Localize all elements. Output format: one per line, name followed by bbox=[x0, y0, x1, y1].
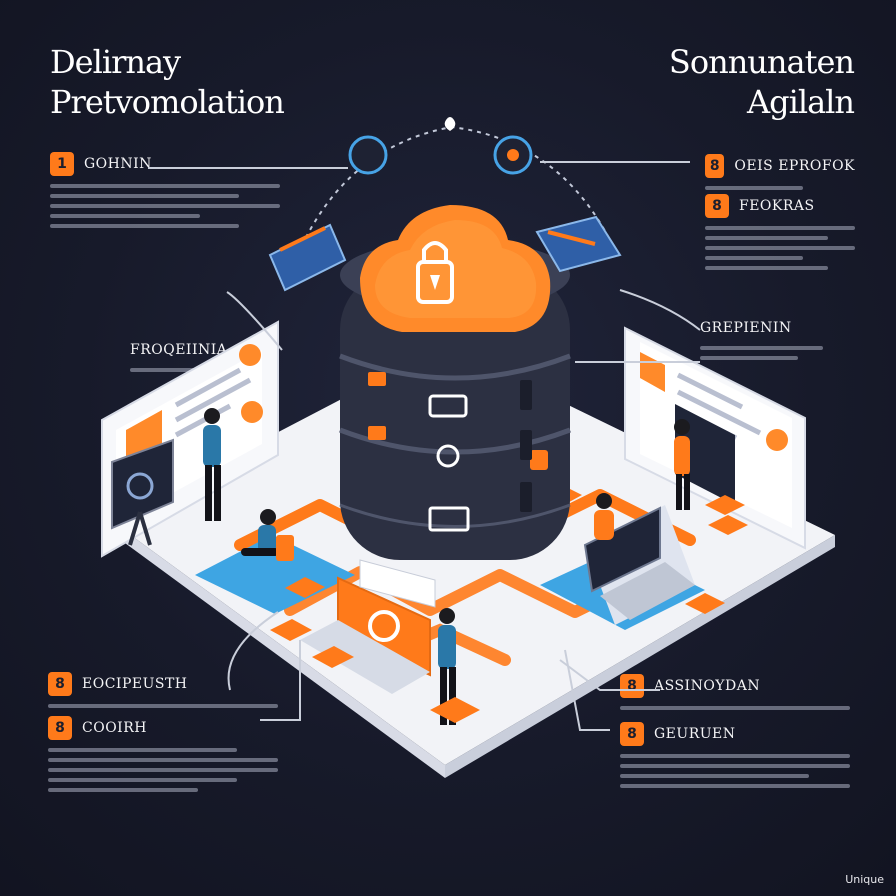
callout-title: ASSINOYDAN bbox=[654, 678, 761, 694]
person-sitting-left bbox=[241, 509, 294, 561]
title-right-line1: Sonnunaten bbox=[668, 43, 855, 81]
person-sitting-right bbox=[594, 493, 614, 540]
callout-bottom-left-2: 8 COOIRH bbox=[48, 716, 278, 798]
callout-number: 8 bbox=[620, 674, 644, 698]
callout-title: FROQEIINIA bbox=[130, 342, 228, 358]
callout-number: 8 bbox=[48, 716, 72, 740]
watermark: Unique bbox=[845, 873, 884, 886]
callout-title: GREPIENIN bbox=[700, 320, 792, 336]
callout-bottom-right-1: 8 ASSINOYDAN bbox=[620, 674, 850, 716]
callout-right-1: 8 OEIS EPROFOK bbox=[705, 154, 855, 196]
callout-number: 8 bbox=[48, 672, 72, 696]
callout-right-mid: GREPIENIN bbox=[700, 320, 850, 366]
callout-title: GOHNIN bbox=[84, 156, 152, 172]
callout-title: GEURUEN bbox=[654, 726, 736, 742]
callout-number: 8 bbox=[705, 194, 729, 218]
callout-title: COOIRH bbox=[82, 720, 147, 736]
callout-bottom-right-2: 8 GEURUEN bbox=[620, 722, 850, 794]
lock-icon bbox=[416, 260, 454, 304]
title-left: Delirnay Pretvomolation bbox=[50, 42, 285, 122]
callout-title: OEIS EPROFOK bbox=[734, 158, 855, 174]
person-standing-center bbox=[438, 608, 456, 725]
title-right: Sonnunaten Agilaln bbox=[668, 42, 855, 122]
title-right-line2: Agilaln bbox=[747, 83, 855, 121]
callout-right-2: 8 FEOKRAS bbox=[705, 194, 855, 276]
callout-title: FEOKRAS bbox=[739, 198, 815, 214]
person-standing-right bbox=[674, 419, 690, 510]
callout-bottom-left-1: 8 EOCIPEUSTH bbox=[48, 672, 278, 714]
callout-number: 1 bbox=[50, 152, 74, 176]
title-left-line1: Delirnay bbox=[50, 43, 181, 81]
callout-number: 8 bbox=[705, 154, 725, 178]
person-standing-left bbox=[203, 408, 221, 521]
callout-top-left: 1 GOHNIN bbox=[50, 152, 280, 234]
callout-number: 8 bbox=[620, 722, 644, 746]
title-left-line2: Pretvomolation bbox=[50, 83, 285, 121]
node-icon-left bbox=[348, 135, 388, 175]
callout-left-mid: FROQEIINIA bbox=[130, 342, 270, 378]
callout-title: EOCIPEUSTH bbox=[82, 676, 188, 692]
